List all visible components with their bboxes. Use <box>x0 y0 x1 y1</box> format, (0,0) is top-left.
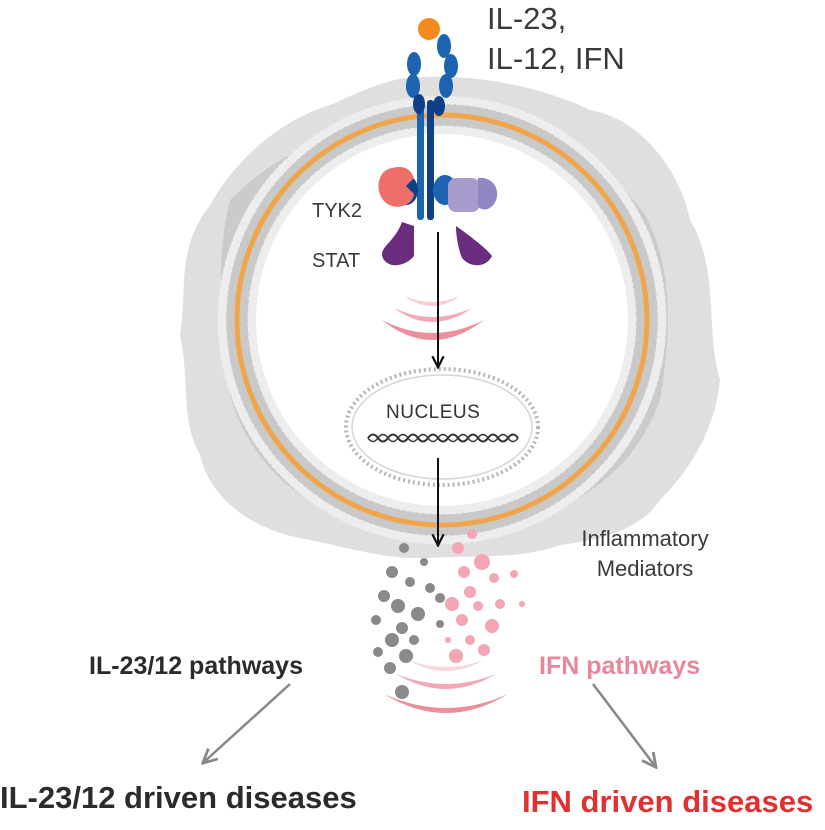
mediators-label: Inflammatory Mediators <box>560 524 730 583</box>
mediator-dot <box>391 599 405 613</box>
mediator-dot <box>385 633 399 647</box>
mediator-dot <box>473 601 483 611</box>
mediator-dot <box>435 593 445 603</box>
signal-waves-icon <box>382 296 484 340</box>
mediator-dot <box>489 573 499 583</box>
mediator-dot <box>399 543 409 553</box>
mediator-dot <box>396 622 408 634</box>
receptor-icon <box>394 34 458 220</box>
ifn-disease-label: IFN driven diseases <box>522 784 814 819</box>
mediator-dot <box>495 599 505 609</box>
mediator-dot <box>458 566 470 578</box>
ligand-label-line1: IL-23, <box>487 1 567 36</box>
ifn-disease-arrow <box>592 683 655 766</box>
inflammatory-mediators <box>371 529 525 699</box>
il23-disease-label: IL-23/12 driven diseases <box>0 780 357 815</box>
stat-label: STAT <box>312 250 361 272</box>
pathway-waves-icon <box>384 660 508 713</box>
mediator-dot <box>467 529 477 539</box>
cytokine-ligand-icon <box>418 18 440 40</box>
nucleus <box>344 367 540 487</box>
mediator-dot <box>445 597 459 611</box>
tyk2-kinase-icon <box>378 167 414 207</box>
mediators-label-line2: Mediators <box>596 555 694 581</box>
tyk2-label: TYK2 <box>312 200 363 222</box>
mediator-dot <box>425 583 435 593</box>
ligand-label-line2: IL-12, IFN <box>487 41 625 76</box>
jak-kinase-icon <box>448 177 498 212</box>
mediator-dot <box>411 607 425 621</box>
mediator-dot <box>474 554 490 570</box>
mediator-dot <box>464 586 476 598</box>
mediator-dot <box>485 619 499 633</box>
mediator-dot <box>373 647 383 657</box>
ifn-pathway-label: IFN pathways <box>539 652 701 680</box>
il23-disease-arrow <box>204 683 291 762</box>
mediator-dot <box>519 601 525 607</box>
mediator-dot <box>378 590 390 602</box>
il23-pathway-label: IL-23/12 pathways <box>89 652 303 680</box>
mediator-dot <box>409 635 419 645</box>
mediators-label-line1: Inflammatory <box>581 526 709 551</box>
mediator-dot <box>405 577 415 587</box>
mediator-dot <box>384 662 396 674</box>
mediator-dot <box>436 620 444 628</box>
mediator-dot <box>465 635 475 645</box>
dna-strand-icon <box>367 433 519 443</box>
mediator-dot <box>371 615 381 625</box>
mediator-dot <box>456 614 468 626</box>
mediator-dot <box>452 542 464 554</box>
mediator-dot <box>478 644 490 656</box>
mediator-dot <box>395 685 409 699</box>
stat-protein-icon <box>381 222 492 266</box>
mediator-dot <box>386 566 398 578</box>
dna-strand-icon <box>367 433 519 443</box>
nucleus-label: NUCLEUS <box>386 402 481 423</box>
mediator-dot <box>510 570 518 578</box>
mediator-dot <box>445 637 451 643</box>
mediator-dot <box>399 649 413 663</box>
mediator-dot <box>420 558 428 566</box>
mediator-dot <box>449 649 463 663</box>
